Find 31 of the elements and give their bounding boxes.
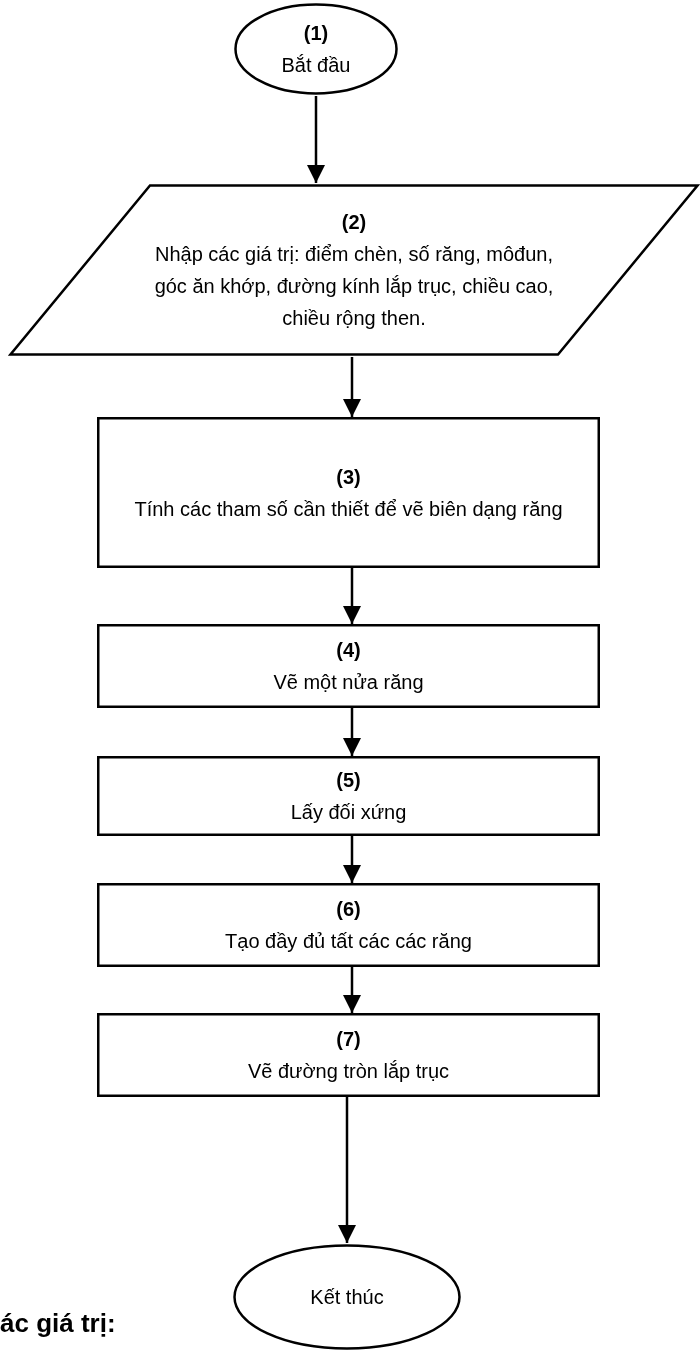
process-box: [97, 883, 600, 967]
heading-text: ác giá trị:: [0, 1307, 116, 1340]
step-text: Vẽ đường tròn lắp trục: [247, 1059, 450, 1084]
step-number: (5): [336, 768, 361, 793]
step-text: Tính các tham số cần thiết để vẽ biên dạng răng: [134, 496, 563, 522]
step-number: (7): [336, 1027, 361, 1052]
terminal-ellipse: [233, 2, 399, 96]
step-text: Tạo đầy đủ tất các các răng: [225, 929, 472, 954]
step-text: Kết thúc: [310, 1285, 384, 1310]
process-box: [97, 624, 600, 708]
arrow: [343, 836, 361, 883]
arrow: [343, 357, 361, 417]
arrow: [343, 568, 361, 624]
arrow: [307, 96, 325, 183]
terminal-ellipse: [232, 1243, 462, 1351]
process-box: [97, 756, 600, 836]
step-text: Vẽ một nửa răng: [273, 670, 424, 695]
step-number: (6): [336, 897, 361, 922]
arrow: [338, 1097, 356, 1243]
step-text: Lấy đối xứng: [290, 800, 407, 825]
arrow: [343, 967, 361, 1013]
step-number: (2): [341, 210, 367, 235]
step-text: Nhập các giá trị: điểm chèn, số răng, môđun, góc ăn khớp, đường kính lắp trục, chiều cao, chiều rộng then.: [153, 242, 555, 331]
arrow: [343, 708, 361, 756]
input-parallelogram: [8, 183, 700, 357]
step-number: (3): [336, 464, 361, 490]
process-box: [97, 1013, 600, 1097]
step-number: (1): [303, 21, 329, 46]
step-number: (4): [336, 638, 361, 663]
process-box: [97, 417, 600, 568]
step-text: Bắt đầu: [281, 53, 351, 78]
